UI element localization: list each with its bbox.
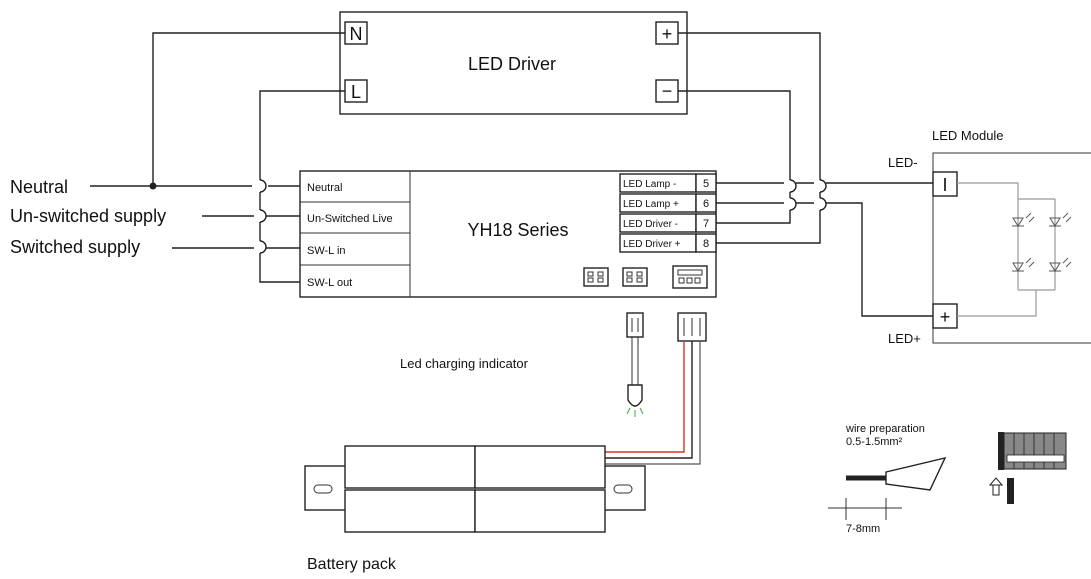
led-module: LED Module I + LED- LED+ — [888, 128, 1091, 346]
led-module-title: LED Module — [932, 128, 1004, 143]
terminal-num-7: 7 — [703, 218, 709, 230]
battery-black-wire — [602, 341, 693, 459]
switched-supply-label: Switched supply — [10, 237, 140, 257]
terminal-led-driver-neg: LED Driver - — [623, 219, 678, 230]
battery-cell-2 — [474, 445, 606, 489]
battery-pack-label: Battery pack — [307, 556, 397, 573]
driver-title: LED Driver — [468, 54, 556, 74]
terminal-unswitched-live: Un-Switched Live — [307, 213, 393, 225]
driver-l-label: L — [351, 82, 361, 102]
battery-red-wire — [602, 341, 685, 453]
battery-socket — [672, 265, 708, 289]
terminal-num-8: 8 — [703, 238, 709, 250]
led-neg-symbol: I — [942, 175, 947, 195]
terminal-neutral: Neutral — [307, 182, 342, 194]
led-bulb-icon — [627, 384, 643, 407]
driver-plus-label: + — [662, 24, 673, 44]
terminal-num-5: 5 — [703, 178, 709, 190]
wire-preparation: wire preparation 0.5-1.5mm² 7-8mm — [828, 423, 947, 535]
led-driver-box — [339, 11, 688, 115]
screwdriver-icon — [1007, 478, 1014, 504]
connector-socket-1 — [583, 267, 609, 287]
battery-cable — [602, 312, 707, 465]
terminal-num-6: 6 — [703, 198, 709, 210]
terminal-block-icon — [988, 432, 1067, 504]
charging-indicator-label: Led charging indicator — [400, 356, 529, 371]
led-pos-label: LED+ — [888, 331, 921, 346]
led-pos-symbol: + — [940, 307, 951, 327]
indicator-plug — [626, 312, 644, 338]
led-neg-terminal — [932, 171, 958, 197]
terminal-swl-in: SW-L in — [307, 245, 346, 257]
led-glow-icon — [626, 407, 644, 417]
yh18-title: YH18 Series — [467, 220, 568, 240]
right-wiring — [678, 32, 933, 317]
battery-pack: Battery pack — [304, 445, 646, 573]
wire-prep-title: wire preparation — [845, 423, 925, 435]
battery-cell-4 — [474, 489, 606, 533]
terminal-led-driver-pos: LED Driver + — [623, 239, 681, 250]
terminal-led-lamp-neg: LED Lamp - — [623, 179, 676, 190]
driver-n-label: N — [350, 24, 363, 44]
strip-length-label: 7-8mm — [846, 523, 880, 535]
led-diode-icon — [1012, 212, 1072, 272]
left-wiring — [90, 32, 345, 283]
wire-insulation — [885, 456, 947, 491]
connector-socket-2 — [622, 267, 648, 287]
push-arrow-icon — [988, 477, 1004, 486]
battery-cell-3 — [344, 489, 476, 533]
led-driver: N L + − LED Driver — [339, 11, 688, 115]
wire-prep-size: 0.5-1.5mm² — [846, 436, 903, 448]
battery-cell-1 — [344, 445, 476, 489]
yh18-module: Neutral Un-Switched Live SW-L in SW-L ou… — [299, 170, 717, 298]
terminal-led-lamp-pos: LED Lamp + — [623, 199, 679, 210]
terminal-swl-out: SW-L out — [307, 277, 352, 289]
unswitched-supply-label: Un-switched supply — [10, 206, 166, 226]
neutral-supply-label: Neutral — [10, 177, 68, 197]
driver-minus-label: − — [662, 81, 673, 101]
charging-indicator: Led charging indicator — [400, 312, 644, 417]
led-neg-label: LED- — [888, 155, 918, 170]
